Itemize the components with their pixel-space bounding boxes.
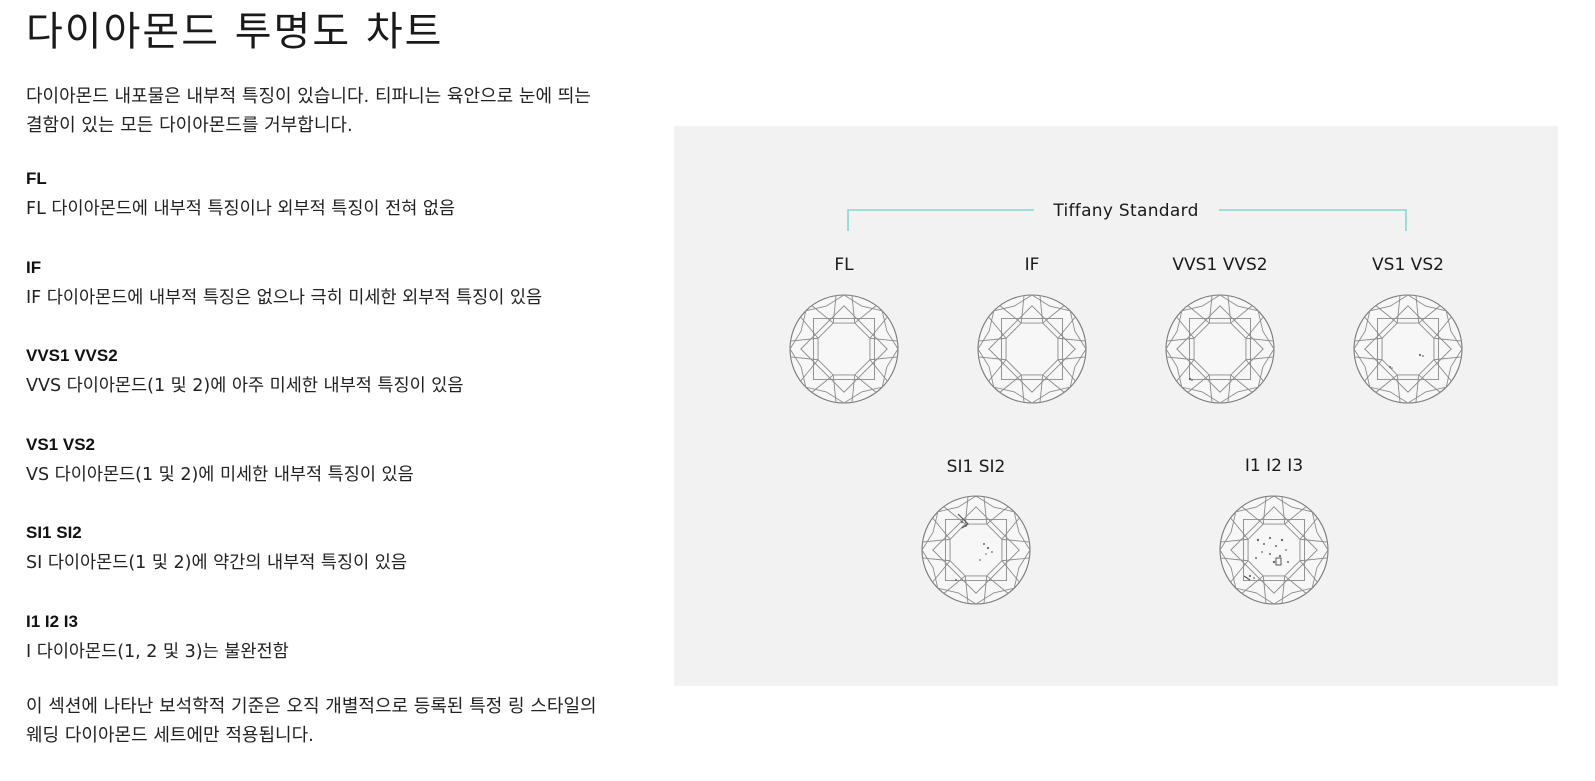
- inclusion-mark: [985, 553, 987, 555]
- grade-description: SI 다이아몬드(1 및 2)에 약간의 내부적 특징이 있음: [26, 553, 407, 573]
- clarity-text-column: 다이아몬드 투명도 차트 다이아몬드 내포물은 내부적 특징이 있습니다. 티파…: [26, 0, 626, 746]
- diamond-girdle: [1219, 495, 1329, 605]
- diamond-girdle-facet: [921, 495, 1031, 605]
- diamond-1: FL: [789, 255, 899, 404]
- grade-fl: FL FL 다이아몬드에 내부적 특징이나 외부적 특징이 전혀 없음: [26, 168, 626, 257]
- diamond-girdle-facet: [1165, 294, 1275, 404]
- tiffany-standard-label: Tiffany Standard: [1052, 201, 1198, 221]
- diamond-label: I1 I2 I3: [1245, 456, 1303, 476]
- inclusion-mark: [979, 559, 981, 561]
- diamond-4: VS1 VS2: [1353, 255, 1463, 404]
- inclusion-mark: [957, 513, 969, 529]
- inclusion-mark: [1272, 560, 1276, 564]
- diamond-girdle: [1353, 294, 1463, 404]
- diamond-label: FL: [834, 255, 854, 275]
- grade-name: VVS1 VVS2: [26, 346, 118, 365]
- diamond-label: VVS1 VVS2: [1172, 255, 1267, 275]
- grade-name: IF: [26, 257, 42, 277]
- inclusion-mark: [960, 520, 964, 524]
- inclusion-mark: [1275, 557, 1282, 566]
- grade-if: IF IF 다이아몬드에 내부적 특징은 없으나 극히 미세한 외부적 특징이 …: [26, 257, 626, 346]
- diamond-girdle: [789, 294, 899, 404]
- grade-name: FL: [26, 169, 47, 188]
- grade-description: VS 다이아몬드(1 및 2)에 미세한 내부적 특징이 있음: [26, 464, 414, 485]
- inclusion-mark: [1280, 538, 1284, 542]
- inclusion-mark: [1253, 577, 1255, 579]
- inclusion-mark: [1389, 366, 1391, 368]
- grade-name: I1 I2 I3: [26, 611, 78, 631]
- diamond-girdle: [1165, 294, 1275, 404]
- intro-text: 다이아몬드 내포물은 내부적 특징이 있습니다. 티파니는 육안으로 눈에 띄는…: [26, 86, 591, 136]
- diamond-label: SI1 SI2: [947, 457, 1006, 477]
- grade-list: FL FL 다이아몬드에 내부적 특징이나 외부적 특징이 전혀 없음 IF I…: [26, 168, 626, 699]
- grade-name: SI1 SI2: [26, 523, 82, 542]
- inclusion-mark: [1191, 379, 1193, 381]
- grade-description: VVS 다이아몬드(1 및 2)에 아주 미세한 내부적 특징이 있음: [26, 376, 464, 396]
- diamond-girdle-facet: [977, 294, 1087, 404]
- inclusion-mark: [1263, 543, 1265, 545]
- footnote-text: 이 섹션에 나타난 보석학적 기준은 오직 개별적으로 등록된 특정 링 스타일…: [26, 696, 597, 746]
- inclusion-mark: [1275, 545, 1277, 547]
- diamond-girdle-facet: [1219, 495, 1329, 605]
- diamond-label: VS1 VS2: [1372, 255, 1444, 275]
- grade-si: SI1 SI2 SI 다이아몬드(1 및 2)에 약간의 내부적 특징이 있음: [26, 522, 626, 611]
- inclusion-mark: [1248, 574, 1252, 578]
- diamond-girdle: [921, 495, 1031, 605]
- inclusion-mark: [1422, 355, 1424, 357]
- tiffany-standard-bracket-left: [847, 209, 1034, 231]
- clarity-diagram: Tiffany Standard FL IF VVS1 VVS2 VS1 VS2SI1…: [789, 201, 1463, 605]
- inclusion-mark: [1256, 538, 1260, 542]
- inclusion-mark: [983, 543, 985, 545]
- grade-vs: VS1 VS2 VS 다이아몬드(1 및 2)에 미세한 내부적 특징이 있음: [26, 434, 626, 523]
- page-title: 다이아몬드 투명도 차트: [26, 9, 444, 55]
- grade-name: VS1 VS2: [26, 434, 95, 454]
- inclusion-mark: [1391, 367, 1393, 369]
- diamond-girdle: [977, 294, 1087, 404]
- diamond-5: SI1 SI2: [921, 457, 1031, 605]
- inclusion-mark: [1287, 561, 1289, 563]
- diamond-table-facet: [949, 523, 1003, 577]
- grade-description: IF 다이아몬드에 내부적 특징은 없으나 극히 미세한 외부적 특징이 있음: [26, 287, 543, 308]
- inclusion-mark: [991, 551, 993, 553]
- diamond-girdle-facet: [1353, 294, 1463, 404]
- grade-description: FL 다이아몬드에 내부적 특징이나 외부적 특징이 전혀 없음: [26, 199, 456, 219]
- inclusion-mark: [986, 546, 990, 550]
- inclusion-mark: [1285, 549, 1287, 551]
- inclusion-mark: [1269, 553, 1271, 555]
- inclusion-mark: [1255, 557, 1257, 559]
- inclusion-mark: [1243, 575, 1251, 581]
- diamond-label: IF: [1025, 255, 1040, 275]
- inclusion-mark: [1188, 377, 1192, 381]
- inclusion-mark: [1261, 551, 1263, 553]
- grade-description: I 다이아몬드(1, 2 및 3)는 불완전함: [26, 641, 289, 662]
- inclusion-mark: [1278, 554, 1282, 558]
- grade-i: I1 I2 I3 I 다이아몬드(1, 2 및 3)는 불완전함: [26, 611, 626, 700]
- diamond-girdle-facet: [789, 294, 899, 404]
- inclusion-mark: [1268, 536, 1272, 540]
- inclusion-mark: [955, 579, 957, 581]
- diamond-2: IF: [977, 255, 1087, 404]
- diamond-6: I1 I2 I3: [1219, 456, 1329, 605]
- diamond-table-facet: [1247, 523, 1301, 577]
- diamond-3: VVS1 VVS2: [1165, 255, 1275, 404]
- tiffany-standard-bracket-right: [1219, 209, 1407, 231]
- inclusion-mark: [1418, 353, 1422, 357]
- grade-vvs: VVS1 VVS2 VVS 다이아몬드(1 및 2)에 아주 미세한 내부적 특…: [26, 345, 626, 434]
